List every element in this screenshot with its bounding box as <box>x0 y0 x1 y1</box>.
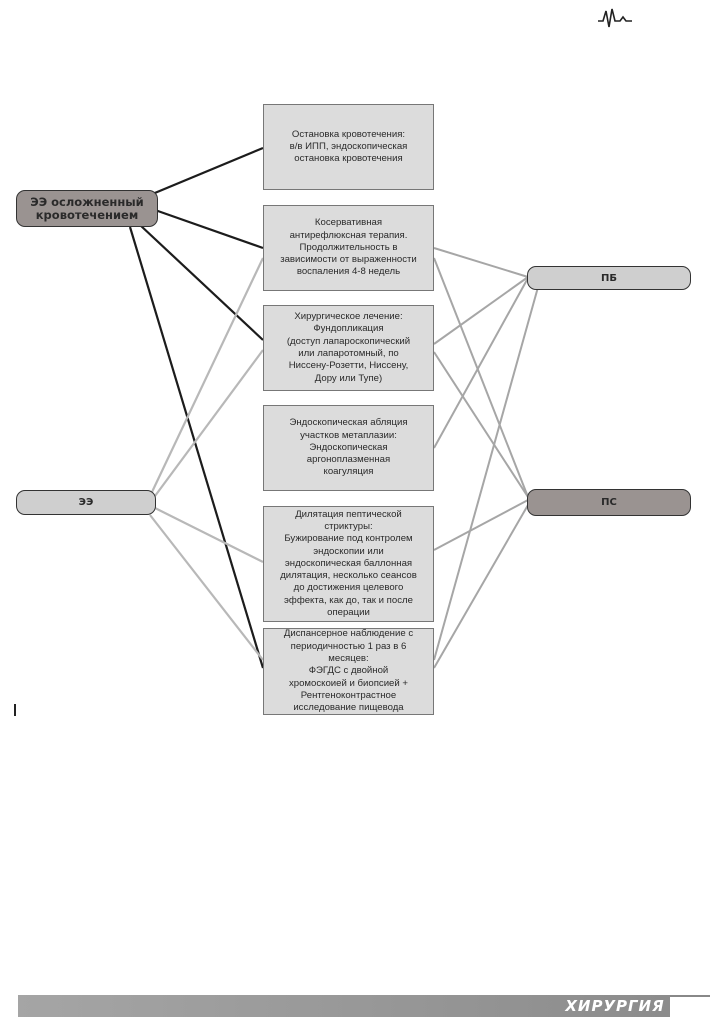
link-box6-pb <box>433 279 541 661</box>
box-surgical-treatment: Хирургическое лечение: Фундопликация (до… <box>263 305 434 391</box>
box-dispensary-observation-text: Диспансерное наблюдение с периодичностью… <box>283 628 414 714</box>
footer-bar <box>18 995 670 1017</box>
box-surgical-treatment-text: Хирургическое лечение: Фундопликация (до… <box>286 311 411 384</box>
link-ee-box2 <box>151 257 264 493</box>
box-bleeding-stop-text: Остановка кровотечения: в/в ИПП, эндоско… <box>289 128 408 165</box>
link-complicated-box2 <box>154 208 264 250</box>
link-box4-pb <box>433 277 529 449</box>
box-stricture-dilation: Дилятация пептической стриктуры: Бужиров… <box>263 506 434 622</box>
box-stricture-dilation-text: Дилятация пептической стриктуры: Бужиров… <box>280 508 417 619</box>
link-box2-ps <box>433 257 529 498</box>
node-ee-complicated: ЭЭ осложненный кровотечением <box>16 190 158 227</box>
link-box6-ps <box>433 504 529 669</box>
box-dispensary-observation: Диспансерное наблюдение с периодичностью… <box>263 628 434 715</box>
box-endoscopic-ablation-text: Эндоскопическая абляция участков метапла… <box>289 417 408 478</box>
link-box3-ps <box>433 351 529 498</box>
node-ee: ЭЭ <box>16 490 156 515</box>
link-ee-box5 <box>154 507 264 563</box>
link-ee-box6 <box>149 514 264 661</box>
node-pb: ПБ <box>527 266 691 290</box>
link-complicated-box6 <box>128 226 265 669</box>
link-complicated-box3 <box>139 224 264 341</box>
link-box2-pb <box>433 247 529 278</box>
margin-mark <box>14 704 16 716</box>
box-conservative-therapy: Косервативная антирефлюксная терапия. Пр… <box>263 205 434 291</box>
node-ps: ПС <box>527 489 691 516</box>
link-ee-box3 <box>154 349 264 497</box>
link-box3-pb <box>433 276 529 345</box>
link-complicated-box1 <box>149 146 264 197</box>
box-bleeding-stop: Остановка кровотечения: в/в ИПП, эндоско… <box>263 104 434 190</box>
footer-rule <box>670 995 710 997</box>
footer-journal-title: ХИРУРГИЯ <box>565 997 665 1015</box>
heartbeat-logo-icon <box>598 8 632 28</box>
link-box5-ps <box>433 499 529 551</box>
box-endoscopic-ablation: Эндоскопическая абляция участков метапла… <box>263 405 434 491</box>
box-conservative-therapy-text: Косервативная антирефлюксная терапия. Пр… <box>280 217 417 278</box>
